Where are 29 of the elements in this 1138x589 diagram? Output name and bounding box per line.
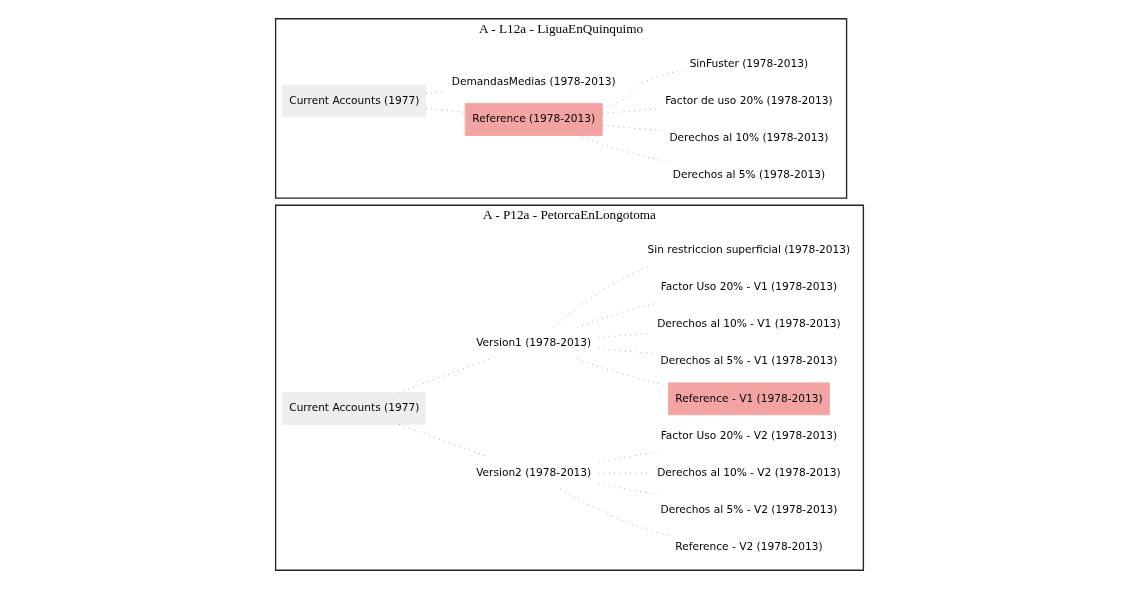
node-text: Version1 (1978-2013) — [475, 335, 591, 348]
node-text: Derechos al 10% - V2 (1978-2013) — [656, 465, 841, 478]
connector — [601, 108, 659, 115]
connector — [551, 265, 651, 328]
node-text: Derechos al 10% (1978-2013) — [668, 130, 828, 143]
node-text: Derechos al 5% - V2 (1978-2013) — [660, 502, 837, 515]
connector — [601, 124, 664, 132]
connector — [576, 302, 656, 328]
node-text: SinFuster (1978-2013) — [689, 56, 808, 69]
node-text: DemandasMedias (1978-2013) — [451, 75, 616, 88]
node-text: Derechos al 10% - V1 (1978-2013) — [656, 317, 841, 330]
node-text: Derechos al 5% - V1 (1978-2013) — [660, 354, 837, 367]
node-text: Factor Uso 20% - V1 (1978-2013) — [660, 280, 837, 293]
connector — [597, 348, 654, 354]
connector — [576, 135, 667, 162]
node-text: Sin restriccion superficial (1978-2013) — [647, 243, 850, 256]
node-text: Factor de uso 20% (1978-2013) — [664, 93, 833, 106]
node-box: Current Accounts (1977) — [281, 392, 426, 425]
connector — [559, 488, 669, 536]
node-text: Derechos al 5% (1978-2013) — [672, 167, 825, 180]
node-text: Reference - V2 (1978-2013) — [674, 540, 823, 553]
node-text: Version2 (1978-2013) — [475, 465, 591, 478]
node-box: Reference (1978-2013) — [464, 103, 603, 136]
connector — [397, 358, 490, 394]
node-box: Current Accounts (1977) — [281, 84, 426, 118]
node-text: Factor Uso 20% - V2 (1978-2013) — [660, 428, 837, 441]
node-box: Reference - V1 (1978-2013) — [667, 382, 830, 416]
connector — [424, 107, 465, 113]
connector — [601, 69, 683, 109]
